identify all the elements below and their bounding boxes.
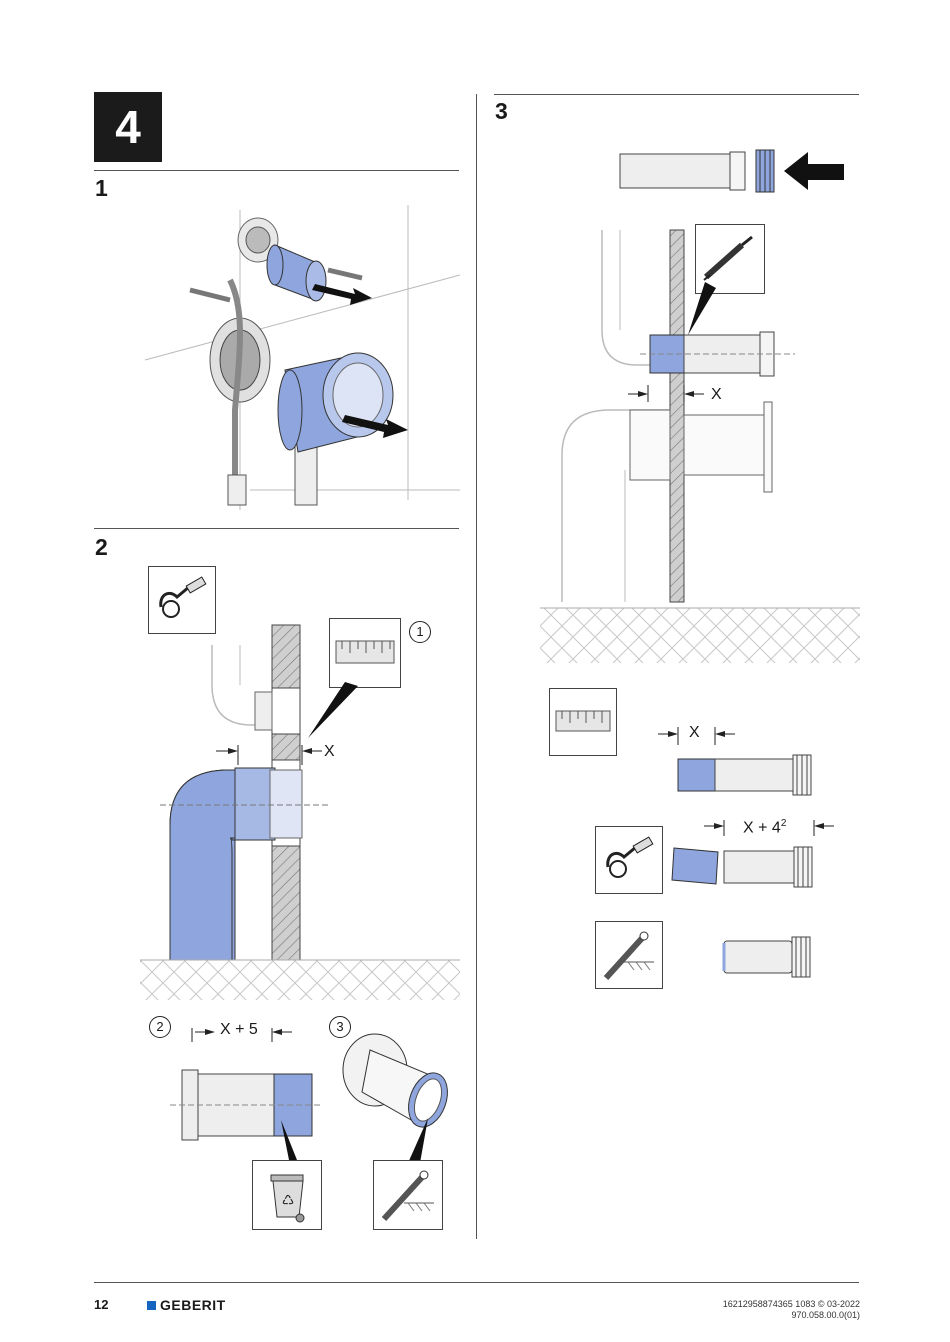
step2-wall-illustration	[130, 620, 460, 1000]
deburring-tool-icon	[373, 1160, 443, 1230]
deburring-tool-icon-step3	[595, 921, 663, 989]
callout-2: 2	[149, 1016, 171, 1038]
step1-illustration	[140, 190, 470, 520]
brand-logo: GEBERIT	[147, 1297, 226, 1313]
svg-text:♺: ♺	[282, 1193, 295, 1209]
pipe-cutter-icon-step3	[595, 826, 663, 894]
brand-square-icon	[147, 1301, 156, 1310]
step3-measure-pipe	[650, 725, 830, 805]
section2-rule	[94, 528, 459, 529]
footer-doc-number: 970.058.00.0(01)	[791, 1310, 860, 1320]
header-rule-right	[494, 94, 859, 95]
step-3-number: 3	[495, 99, 508, 123]
step3-cut-pipe	[668, 818, 858, 898]
x-label-step2: X	[324, 743, 335, 761]
arrow-icon	[784, 152, 844, 190]
brand-name: GEBERIT	[160, 1297, 226, 1313]
footer-rule	[94, 1282, 859, 1283]
step3-pipe-top	[618, 148, 858, 198]
header-rule-left	[94, 170, 459, 171]
step3-final-pipe	[722, 935, 832, 985]
page-number: 12	[94, 1297, 108, 1312]
step3-wall-illustration	[540, 230, 870, 690]
footer-doc-code: 16212958874365 1083 © 03-2022	[723, 1299, 860, 1309]
ruler-icon-step3	[549, 688, 617, 756]
step-2-number: 2	[95, 535, 108, 559]
recycle-bin-icon: ♺	[252, 1160, 322, 1230]
x-label-step3: X	[711, 386, 722, 404]
step-1-number: 1	[95, 176, 108, 200]
pointer-to-bin	[275, 1120, 305, 1160]
step-box: 4	[94, 92, 162, 162]
